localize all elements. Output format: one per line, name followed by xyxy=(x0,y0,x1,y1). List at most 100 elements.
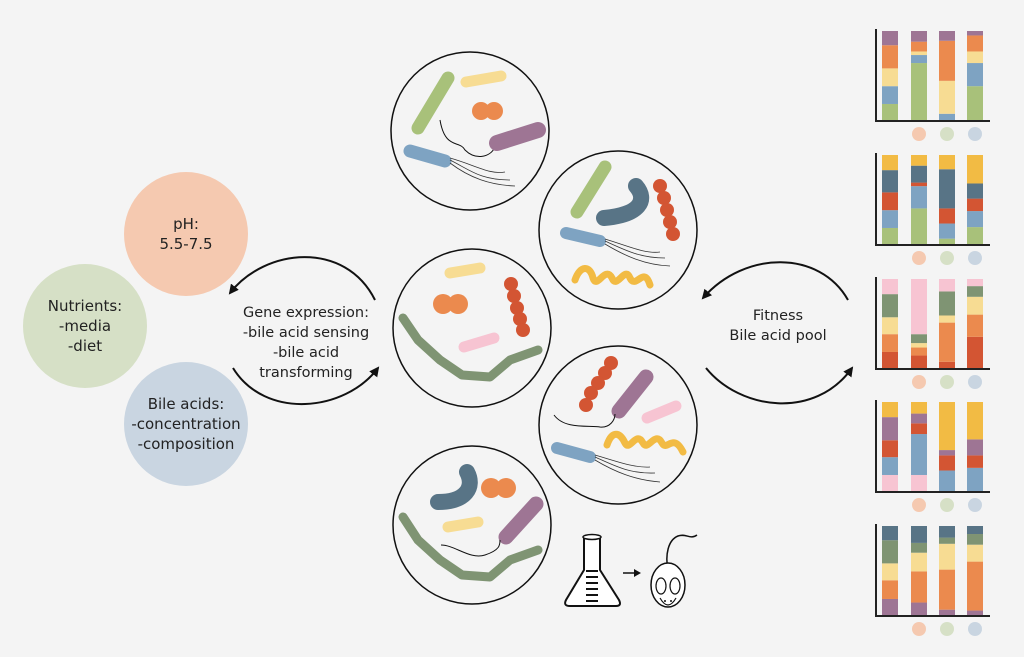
bar-segment-blue xyxy=(939,113,955,120)
condition-marker-dot xyxy=(940,127,954,141)
factor-bile-acids-title: Bile acids: xyxy=(147,395,225,413)
condition-marker-dot xyxy=(940,498,954,512)
factor-ph-title: pH: xyxy=(173,215,199,233)
bacterium-rod-yellow xyxy=(444,262,486,279)
bar-segment-pink xyxy=(882,474,898,491)
bar-segment-yellow xyxy=(967,296,983,315)
bar-segment-purple xyxy=(967,610,983,615)
bar-segment-slate xyxy=(911,526,927,543)
community-circle xyxy=(392,248,552,408)
bar-segment-pink xyxy=(967,279,983,287)
bacterium-spiral-gold xyxy=(571,265,654,289)
bar-segment-yellow xyxy=(911,343,927,348)
condition-marker-dot xyxy=(912,498,926,512)
bacterium-diplococcus-orange xyxy=(481,478,501,498)
bar-segment-blue xyxy=(882,457,898,475)
bar-segment-green xyxy=(882,103,898,120)
bar-segment-orange xyxy=(967,561,983,611)
bar-segment-orange xyxy=(911,347,927,356)
factor-ph: pH: 5.5-7.5 xyxy=(124,172,248,296)
arrow-to-communities xyxy=(232,366,380,406)
bar-segment-sage xyxy=(911,542,927,553)
bar-segment-orange xyxy=(939,40,955,81)
bar-segment-orange xyxy=(967,314,983,337)
bar-segment-orange xyxy=(911,571,927,603)
bar-segment-yellow xyxy=(967,544,983,562)
bar-segment-yellow xyxy=(939,80,955,114)
bar-segment-gold xyxy=(967,402,983,440)
factor-nutrients: Nutrients: -media -diet xyxy=(23,264,147,388)
bar-segment-orange xyxy=(939,569,955,610)
bar-segment-orange xyxy=(967,35,983,52)
bar-segment-yellow xyxy=(939,543,955,570)
factor-bile-acids-line: -concentration xyxy=(131,415,241,433)
gene-expression-line: transforming xyxy=(259,365,353,381)
bar-segment-orange xyxy=(882,334,898,352)
bar-segment-red xyxy=(939,455,955,471)
bacterium-rod-yellow xyxy=(460,70,507,88)
bar-segment-gold xyxy=(939,402,955,451)
bar-segment-gold xyxy=(911,155,927,166)
bar-segment-blue xyxy=(882,210,898,228)
fitness-line: Fitness xyxy=(752,308,804,324)
bar-segment-orange xyxy=(911,41,927,52)
bar-segment-purple xyxy=(911,602,927,615)
bar-segment-purple xyxy=(967,439,983,456)
bar-segment-orange xyxy=(882,45,898,69)
condition-marker-dot xyxy=(940,375,954,389)
bar-segment-red xyxy=(967,336,983,368)
bar-segment-orange xyxy=(939,322,955,362)
bar-segment-sage xyxy=(939,291,955,316)
bar-segment-green xyxy=(911,63,927,120)
bar-segment-slate xyxy=(939,526,955,538)
bar-segment-purple xyxy=(882,598,898,615)
bar-segment-sage xyxy=(911,334,927,344)
bar-segment-purple xyxy=(967,31,983,36)
gene-expression-line: -bile acid xyxy=(272,345,340,361)
bile-acid-pool-line: Bile acid pool xyxy=(729,328,827,344)
bar-segment-purple xyxy=(939,450,955,456)
condition-marker-dot xyxy=(968,127,982,141)
flagella xyxy=(449,157,516,187)
bacterium-curved-slate xyxy=(430,464,478,510)
community-circle xyxy=(538,150,698,310)
bar-segment-red xyxy=(911,355,927,368)
bar-segment-yellow xyxy=(911,51,927,56)
flask-icon xyxy=(564,533,621,607)
bar-segment-red xyxy=(911,423,927,435)
composition-charts xyxy=(875,29,990,636)
bar-segment-blue xyxy=(967,467,983,491)
factor-nutrients-title: Nutrients: xyxy=(47,297,123,315)
bar-segment-blue xyxy=(939,223,955,239)
gene-expression-line: -bile acid sensing xyxy=(242,325,370,341)
bar-segment-yellow xyxy=(882,68,898,87)
factor-bile-acids-line: -composition xyxy=(137,435,235,453)
bar-segment-green xyxy=(939,238,955,244)
bar-segment-gold xyxy=(939,155,955,170)
gene-expression-title: Gene expression: xyxy=(243,305,369,321)
bar-segment-sage xyxy=(967,286,983,297)
bar-segment-slate xyxy=(967,183,983,199)
condition-marker-dot xyxy=(968,498,982,512)
condition-marker-dot xyxy=(968,622,982,636)
bar-segment-blue xyxy=(967,63,983,87)
bacterium-curved-slate xyxy=(596,178,650,226)
flagellum xyxy=(439,119,496,157)
bar-segment-red xyxy=(939,208,955,224)
bar-segment-green xyxy=(967,227,983,244)
bar-segment-yellow xyxy=(911,552,927,572)
bar-segment-yellow xyxy=(882,317,898,335)
fitness-label: Fitness Bile acid pool xyxy=(718,306,838,346)
bar-segment-red xyxy=(967,455,983,468)
bar-segment-blue xyxy=(939,470,955,491)
arrow-to-charts xyxy=(705,366,854,405)
condition-marker-dot xyxy=(968,375,982,389)
right-cycle-arrows xyxy=(701,261,854,405)
bar-segment-purple xyxy=(939,31,955,41)
bar-segment-slate xyxy=(882,526,898,541)
condition-marker-dot xyxy=(940,622,954,636)
arrow-to-factors xyxy=(228,256,376,301)
bar-segment-red xyxy=(911,182,927,187)
bacterium-streptococcus-red xyxy=(579,356,618,412)
